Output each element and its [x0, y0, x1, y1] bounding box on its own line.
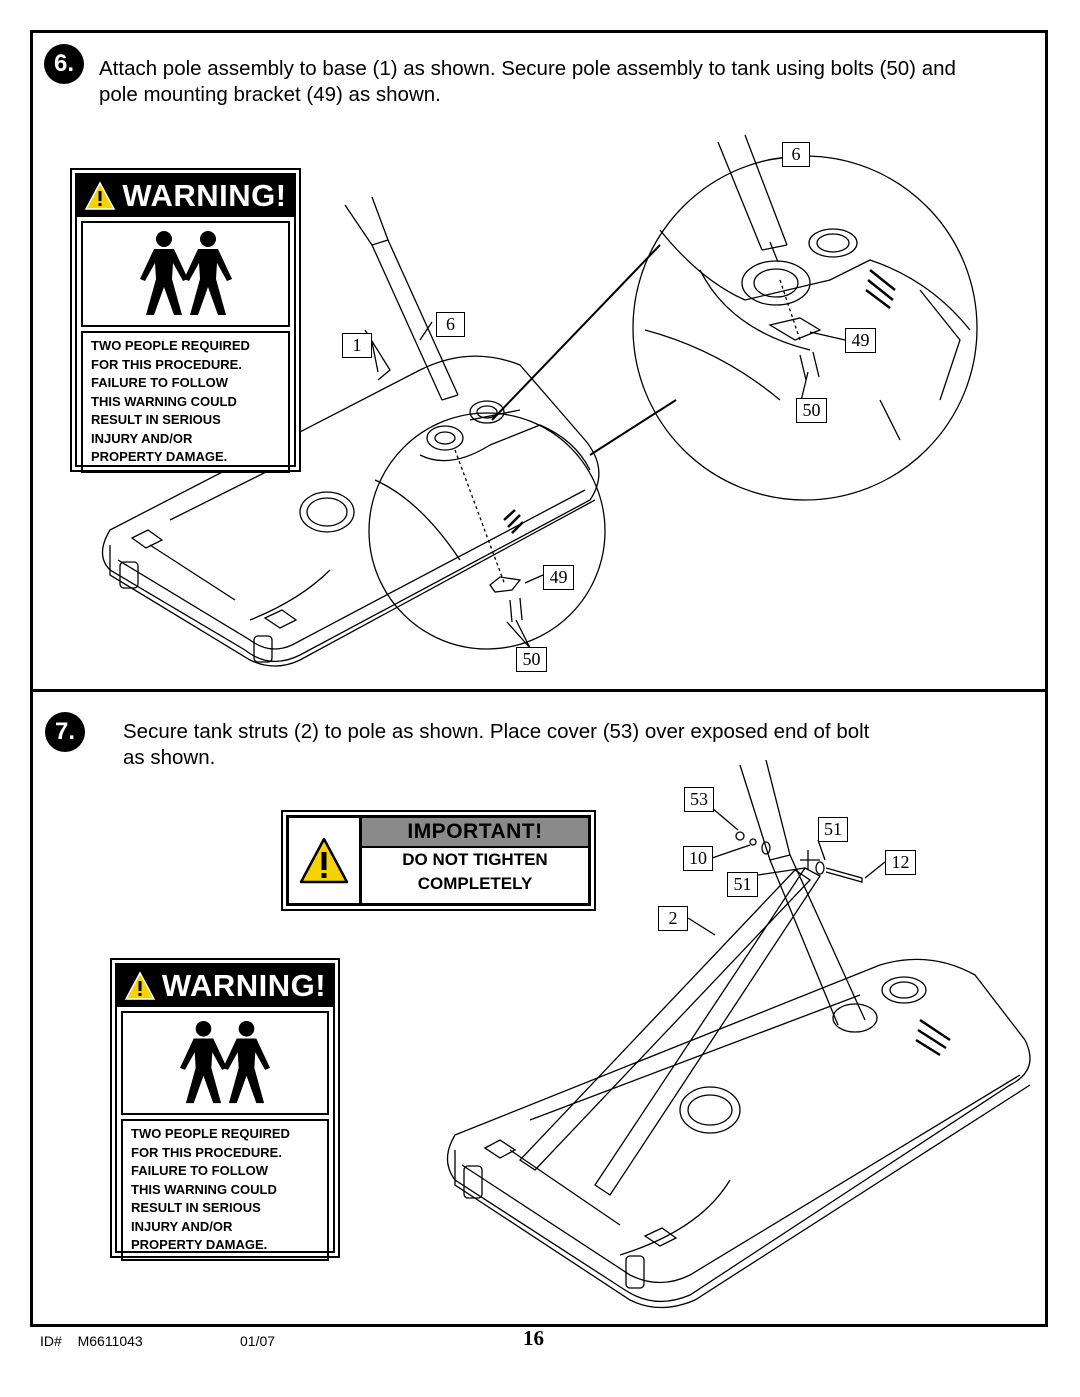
- callout-part-12: 12: [885, 850, 916, 875]
- warning-line: TWO PEOPLE REQUIRED: [91, 338, 250, 353]
- step-7-line1: Secure tank struts (2) to pole as shown.…: [123, 720, 870, 743]
- step6-detail-circle-large: [632, 155, 978, 501]
- callout-part-49: 49: [543, 565, 574, 590]
- page-number: 16: [523, 1326, 544, 1350]
- warning-line: PROPERTY DAMAGE.: [131, 1237, 268, 1252]
- step-7-line2: as shown.: [123, 746, 216, 769]
- warning-triangle-icon: [124, 971, 156, 1000]
- step-7-panel: [30, 689, 1048, 1327]
- step-7-instructions: Secure tank struts (2) to pole as shown.…: [123, 719, 1023, 771]
- important-line2: COMPLETELY: [417, 874, 533, 893]
- step-6-instructions: Attach pole assembly to base (1) as show…: [99, 56, 1029, 108]
- warning-line: RESULT IN SERIOUS: [131, 1200, 261, 1215]
- callout-part-53: 53: [684, 787, 714, 812]
- step6-detail-circle-small: [368, 412, 606, 650]
- warning-line: THIS WARNING COULD: [91, 393, 237, 409]
- document-id: ID# M6611043: [40, 1333, 143, 1349]
- callout-part-1: 1: [342, 333, 372, 358]
- step-6-warning-label: WARNING! TWO PEOPLE REQUIRED FOR THIS PR…: [70, 168, 301, 473]
- callout-part-51-strut: 51: [727, 872, 758, 897]
- step6-detail-large-contents: [644, 134, 971, 441]
- callout-part-51: 51: [818, 817, 848, 842]
- two-people-icon: [121, 1011, 329, 1115]
- step-6-line1: Attach pole assembly to base (1) as show…: [99, 57, 956, 80]
- warning-title: WARNING!: [122, 178, 287, 213]
- warning-line: TWO PEOPLE REQUIRED: [131, 1126, 290, 1141]
- step7-base-drawing: [446, 759, 1031, 1309]
- callout-detail-6: 6: [782, 142, 810, 167]
- step-7-warning-label: WARNING! TWO PEOPLE REQUIRED FOR THIS PR…: [110, 958, 340, 1261]
- callout-detail-50: 50: [796, 398, 827, 423]
- warning-triangle-icon: [85, 181, 116, 210]
- step-6-line2: pole mounting bracket (49) as shown.: [99, 83, 441, 106]
- warning-text: TWO PEOPLE REQUIRED FOR THIS PROCEDURE. …: [121, 1119, 329, 1261]
- warning-header: WARNING!: [77, 175, 294, 217]
- warning-title: WARNING!: [161, 968, 327, 1003]
- warning-line: FAILURE TO FOLLOW: [91, 375, 228, 390]
- important-title: IMPORTANT!: [362, 818, 588, 848]
- warning-line: FAILURE TO FOLLOW: [131, 1163, 268, 1178]
- callout-detail-49: 49: [845, 328, 876, 353]
- id-value: M6611043: [77, 1333, 143, 1349]
- warning-line: FOR THIS PROCEDURE.: [91, 356, 242, 372]
- step-6-badge: 6.: [44, 44, 84, 84]
- step-7-badge: 7.: [45, 712, 85, 752]
- warning-line: INJURY AND/OR: [131, 1218, 233, 1234]
- callout-part-2: 2: [658, 906, 688, 931]
- warning-line: THIS WARNING COULD: [131, 1181, 277, 1197]
- document-date: 01/07: [240, 1333, 276, 1349]
- callout-part-50: 50: [516, 647, 547, 672]
- warning-line: FOR THIS PROCEDURE.: [131, 1144, 282, 1160]
- warning-line: INJURY AND/OR: [91, 430, 193, 446]
- callout-part-6: 6: [436, 312, 465, 337]
- caution-icon: [289, 818, 362, 903]
- two-people-icon: [81, 221, 290, 327]
- callout-part-10: 10: [683, 846, 713, 871]
- important-line1: DO NOT TIGHTEN: [402, 850, 548, 869]
- id-label: ID#: [40, 1333, 62, 1349]
- warning-line: PROPERTY DAMAGE.: [91, 449, 228, 464]
- important-label: IMPORTANT! DO NOT TIGHTEN COMPLETELY: [281, 810, 596, 911]
- warning-line: RESULT IN SERIOUS: [91, 412, 221, 427]
- warning-text: TWO PEOPLE REQUIRED FOR THIS PROCEDURE. …: [81, 331, 290, 473]
- warning-header: WARNING!: [117, 965, 333, 1007]
- step6-detail-small-contents: [374, 400, 591, 623]
